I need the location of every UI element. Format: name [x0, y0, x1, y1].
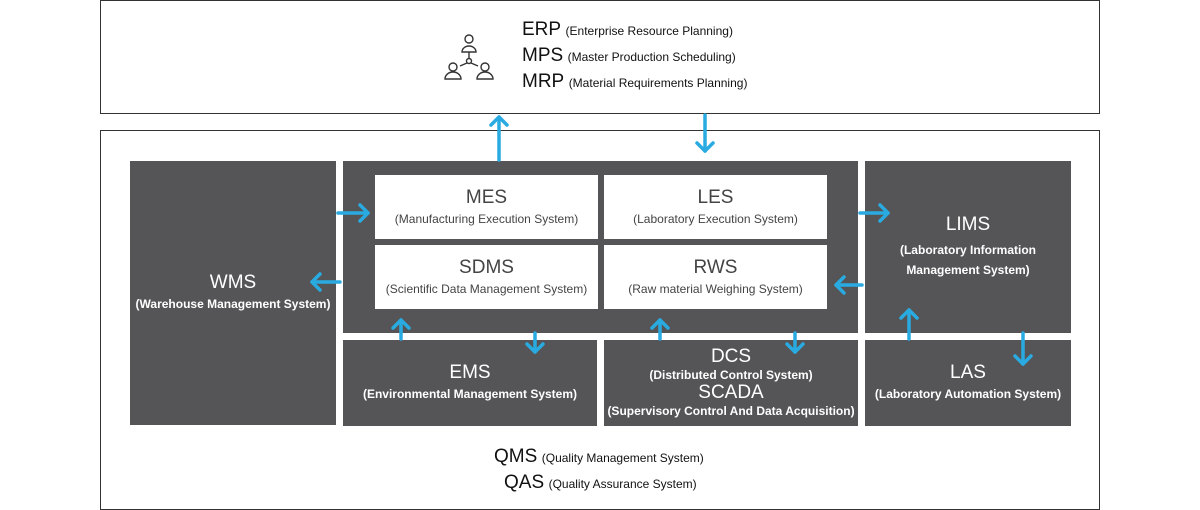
qas-line: QAS (Quality Assurance System) [504, 472, 697, 494]
rws-box: RWS (Raw material Weighing System) [604, 245, 827, 309]
people-network-icon [444, 34, 494, 80]
sdms-full: (Scientific Data Management System) [385, 282, 588, 296]
mrp-line: MRP (Material Requirements Planning) [522, 71, 747, 93]
ems-abbr: EMS [449, 362, 491, 383]
dcs-scada-box: DCS (Distributed Control System) SCADA (… [604, 340, 858, 426]
mes-abbr: MES [465, 187, 508, 208]
mes-box: MES (Manufacturing Execution System) [375, 175, 598, 239]
ems-full: (Environmental Management System) [362, 387, 578, 401]
lims-full-2: Management System) [906, 263, 1030, 277]
lims-abbr: LIMS [945, 214, 991, 235]
dcs-abbr: DCS [710, 346, 752, 367]
les-abbr: LES [697, 187, 734, 208]
sdms-box: SDMS (Scientific Data Management System) [375, 245, 598, 309]
wms-full: (Warehouse Management System) [135, 297, 331, 311]
rws-full: (Raw material Weighing System) [628, 282, 803, 296]
mps-line: MPS (Master Production Scheduling) [522, 45, 736, 67]
las-full: (Laboratory Automation System) [874, 387, 1062, 401]
scada-abbr: SCADA [698, 382, 764, 403]
qms-line: QMS (Quality Management System) [494, 446, 704, 468]
dcs-full: (Distributed Control System) [649, 368, 813, 382]
lims-box: LIMS (Laboratory Information Management … [865, 161, 1071, 333]
sdms-abbr: SDMS [459, 257, 514, 278]
qas-full: (Quality Assurance System) [548, 477, 697, 491]
scada-full: (Supervisory Control And Data Acquisitio… [607, 404, 855, 418]
qms-abbr: QMS [494, 446, 538, 467]
mes-full: (Manufacturing Execution System) [394, 212, 579, 226]
qas-abbr: QAS [504, 472, 545, 493]
wms-abbr: WMS [209, 272, 257, 293]
erp-abbr: ERP [522, 19, 562, 40]
ems-box: EMS (Environmental Management System) [343, 340, 597, 426]
erp-line: ERP (Enterprise Resource Planning) [522, 19, 733, 41]
mrp-full: (Material Requirements Planning) [568, 76, 748, 90]
mrp-abbr: MRP [522, 71, 565, 92]
rws-abbr: RWS [693, 257, 738, 278]
las-box: LAS (Laboratory Automation System) [865, 340, 1071, 426]
wms-box: WMS (Warehouse Management System) [130, 161, 336, 425]
mps-abbr: MPS [522, 45, 564, 66]
les-box: LES (Laboratory Execution System) [604, 175, 827, 239]
les-full: (Laboratory Execution System) [633, 212, 798, 226]
erp-full: (Enterprise Resource Planning) [565, 24, 733, 38]
qms-full: (Quality Management System) [541, 451, 704, 465]
mps-full: (Master Production Scheduling) [567, 50, 736, 64]
erp-box [100, 0, 1100, 114]
las-abbr: LAS [950, 362, 986, 383]
lims-full-1: (Laboratory Information [899, 243, 1036, 257]
